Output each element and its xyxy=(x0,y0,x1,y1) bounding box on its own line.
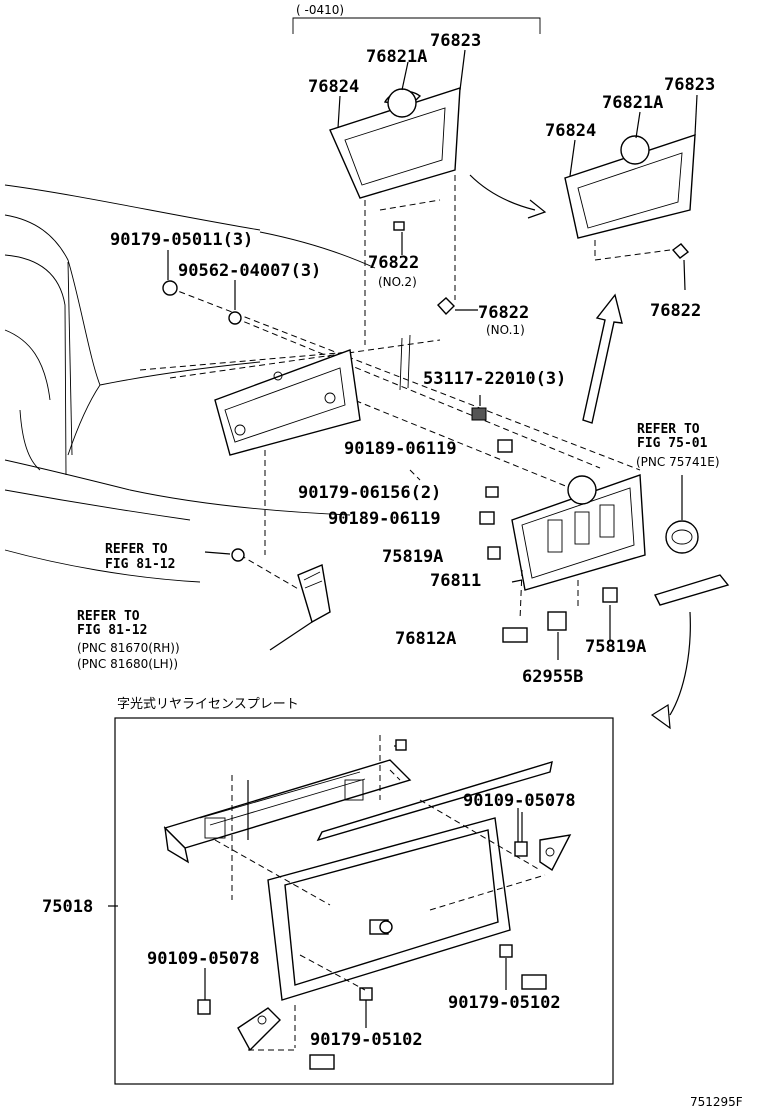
ref-81-12a-line1: REFER TO xyxy=(105,542,168,557)
license-lamp-housing xyxy=(511,474,646,591)
detail-title-jp: 字光式リヤライセンスプレート xyxy=(117,697,299,712)
detail-box xyxy=(114,717,614,1085)
part-90109-05078-b: 90109-05078 xyxy=(147,949,260,969)
note-no2: (NO.2) xyxy=(378,275,417,289)
part-90109-05078-a: 90109-05078 xyxy=(463,791,576,811)
part-76812a: 76812A xyxy=(395,629,456,649)
part-90189-06119-b: 90189-06119 xyxy=(328,509,441,529)
part-53117-22010: 53117-22010(3) xyxy=(423,369,566,389)
ref-81-12a-line2: FIG 81-12 xyxy=(105,557,175,572)
part-75819a-b: 75819A xyxy=(585,637,646,657)
part-90179-05102-a: 90179-05102 xyxy=(448,993,561,1013)
part-76824-b: 76824 xyxy=(545,121,596,141)
part-76822-no1: 76822 xyxy=(478,303,529,323)
part-76821a-b: 76821A xyxy=(602,93,663,113)
part-90189-06119-a: 90189-06119 xyxy=(344,439,457,459)
part-90179-05011: 90179-05011(3) xyxy=(110,230,253,250)
part-62955b: 62955B xyxy=(522,667,583,687)
note-no1: (NO.1) xyxy=(486,323,525,337)
part-76824-a: 76824 xyxy=(308,77,359,97)
part-75819a-a: 75819A xyxy=(382,547,443,567)
part-76823-a: 76823 xyxy=(430,31,481,51)
part-90562-04007: 90562-04007(3) xyxy=(178,261,321,281)
ref-75-01-line2: FIG 75-01 xyxy=(637,436,708,451)
license-plate-recess xyxy=(214,349,361,456)
part-76821a-a: 76821A xyxy=(366,47,427,67)
ref-75-01-line1: REFER TO xyxy=(637,422,700,437)
ref-75-01-line3: (PNC 75741E) xyxy=(636,455,720,469)
license-lamp-cover-left xyxy=(329,87,461,199)
figure-code: 751295F xyxy=(690,1095,743,1109)
part-75018: 75018 xyxy=(42,897,93,917)
trunk-handle xyxy=(297,564,331,624)
license-lamp-cover-right xyxy=(564,134,696,239)
ref-81-12b-line1: REFER TO xyxy=(77,609,140,624)
date-range-label: ( -0410) xyxy=(296,3,344,17)
ref-81-12b-line2: FIG 81-12 xyxy=(77,623,147,638)
part-76811: 76811 xyxy=(430,571,481,591)
part-90179-06156: 90179-06156(2) xyxy=(298,483,441,503)
part-76822-c: 76822 xyxy=(650,301,701,321)
pnc-81670-rh: (PNC 81670(RH)) xyxy=(77,641,180,655)
part-76823-b: 76823 xyxy=(664,75,715,95)
part-90179-05102-b: 90179-05102 xyxy=(310,1030,423,1050)
part-76822-no2: 76822 xyxy=(368,253,419,273)
pnc-81680-lh: (PNC 81680(LH)) xyxy=(77,657,178,671)
